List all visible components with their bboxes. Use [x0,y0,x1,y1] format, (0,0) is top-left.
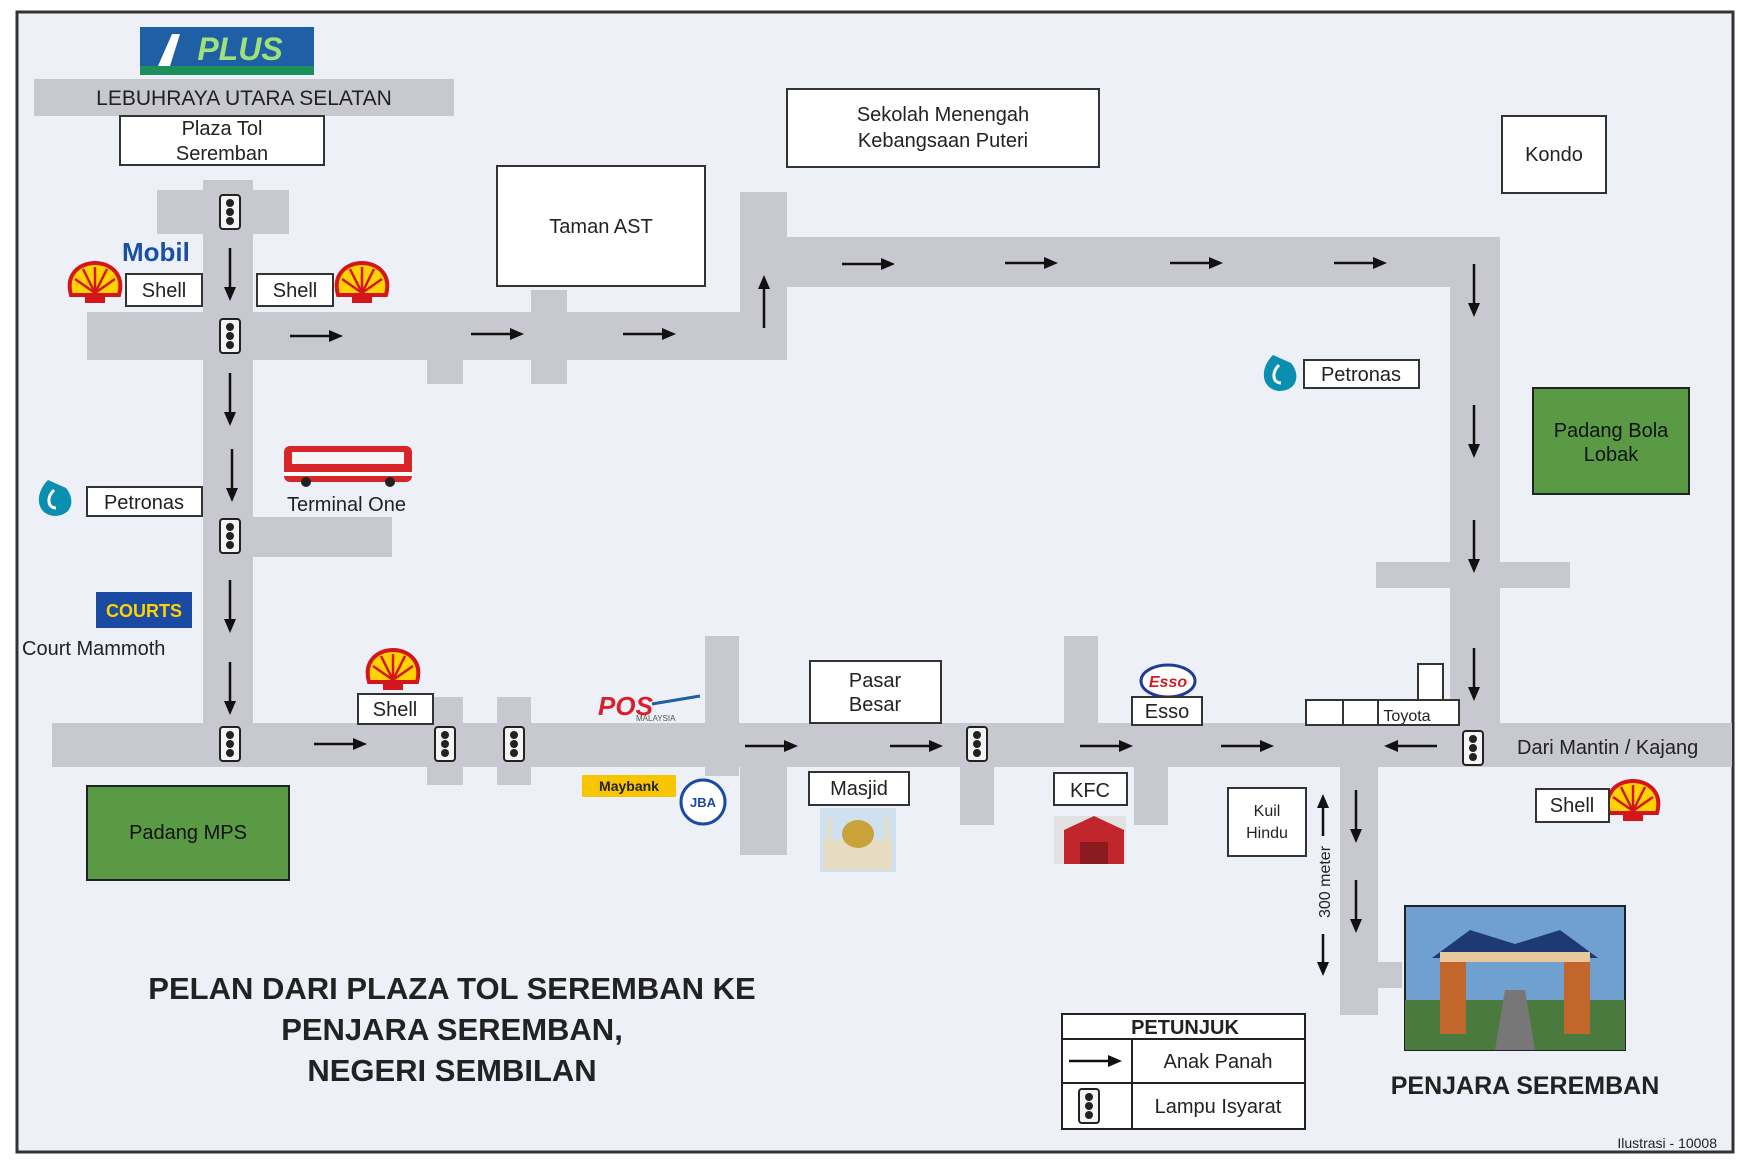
traffic-light-icon [1462,730,1484,766]
toyota-label: Toyota [1383,708,1430,725]
shell-icon [334,261,390,305]
distance-label: 300 meter [1317,845,1334,918]
masjid-label: Masjid [830,778,888,800]
road-segment [1370,962,1402,988]
mosque-photo-icon [820,808,896,872]
pasar-besar-box [809,660,942,724]
mobil-logo-icon: Mobil [122,237,190,267]
traffic-light-icon [219,194,241,230]
road-segment [705,636,739,776]
svg-text:JBA: JBA [690,795,717,810]
road-segment [248,517,392,557]
kfc-label-box [1053,772,1128,806]
traffic-light-icon [219,518,241,554]
shell-label: Shell [373,699,417,721]
map-title: PENJARA SEREMBAN, [281,1012,623,1047]
school-box [786,88,1100,168]
traffic-light-icon [219,318,241,354]
legend-traffic-light-icon [1078,1088,1100,1124]
padang-mps-box [86,785,290,881]
shell-label-box [1535,788,1610,823]
traffic-light-icon [966,726,988,762]
plus-logo-text: PLUS [197,31,283,67]
svg-text:POS: POS [598,691,654,721]
pos-logo-icon: POS MALAYSIA [598,691,701,723]
kfc-photo-icon [1054,816,1126,864]
legend-heading: PETUNJUK [1131,1017,1239,1039]
road-segment [427,340,463,384]
esso-logo-icon: Esso [1139,663,1197,699]
plus-logo-icon: PLUS [140,27,314,75]
petronas-label: Petronas [1321,364,1401,386]
maybank-logo-icon: Maybank [582,775,676,797]
shell-icon [1605,779,1661,823]
shell-label-box [256,273,334,307]
pasar-besar-label: Pasar [849,670,902,692]
kondo-box [1501,115,1607,194]
shell-icon [365,648,421,692]
traffic-light-icon [503,726,525,762]
legend [1061,1013,1306,1130]
toll-plaza-box [119,115,325,166]
court-mammoth-label: Court Mammoth [22,638,165,660]
kuil-hindu-label: Hindu [1246,825,1288,842]
illustration-ref: Ilustrasi - 10008 [1617,1135,1717,1151]
svg-text:Esso: Esso [1149,674,1187,691]
highway-label: LEBUHRAYA UTARA SELATAN [96,87,392,110]
padang-bola-lobak-label: Lobak [1584,444,1639,466]
penjara-photo-icon [1404,905,1626,1051]
taman-ast-box [496,165,706,287]
padang-bola-lobak-box [1532,387,1690,495]
road-segment [203,180,253,755]
svg-text:Maybank: Maybank [599,778,659,794]
dari-mantin-label: Dari Mantin / Kajang [1517,737,1698,759]
pasar-besar-label: Besar [849,694,902,716]
road-segment [740,745,787,855]
distance-indicator [1317,794,1329,976]
svg-text:COURTS: COURTS [106,601,182,621]
esso-label: Esso [1145,701,1189,723]
padang-mps-label: Padang MPS [129,822,247,844]
masjid-label-box [808,771,910,806]
svg-text:MALAYSIA: MALAYSIA [636,714,676,723]
terminal-one-label: Terminal One [287,494,406,516]
shell-label: Shell [1550,795,1594,817]
traffic-light-icon [219,726,241,762]
kuil-hindu-box [1227,787,1307,857]
road-segment [531,290,567,384]
road-segment [740,237,1500,287]
toyota-building [1305,663,1460,726]
shell-label-box [357,693,434,725]
kuil-hindu-label: Kuil [1254,803,1281,820]
shell-label-box [125,273,203,307]
school-label: Kebangsaan Puteri [858,130,1028,152]
road-segment [1064,636,1098,746]
jba-logo-icon: JBA [679,778,727,826]
petronas-label-box [86,486,203,517]
shell-label: Shell [273,280,317,302]
courts-logo-icon: COURTS [96,592,192,628]
esso-label-box [1131,696,1203,726]
taman-ast-label: Taman AST [549,216,652,238]
bus-icon [284,446,412,487]
legend-light-label: Lampu Isyarat [1155,1096,1282,1118]
toll-plaza-label: Plaza Tol [182,118,263,140]
map-title: NEGERI SEMBILAN [307,1053,596,1088]
petronas-label: Petronas [104,492,184,514]
petronas-label-box [1303,359,1420,389]
kfc-label: KFC [1070,780,1110,802]
penjara-label: PENJARA SEREMBAN [1391,1072,1660,1100]
road-segment [1134,745,1168,825]
highway-banner [34,79,454,116]
legend-arrow-label: Anak Panah [1164,1051,1273,1073]
shell-icon [67,261,123,305]
toll-plaza-label: Seremban [176,143,268,165]
traffic-light-icon [434,726,456,762]
padang-bola-lobak-label: Padang Bola [1554,420,1669,442]
school-label: Sekolah Menengah [857,104,1029,126]
map-title: PELAN DARI PLAZA TOL SEREMBAN KE [148,971,755,1006]
kondo-label: Kondo [1525,144,1583,166]
shell-label: Shell [142,280,186,302]
